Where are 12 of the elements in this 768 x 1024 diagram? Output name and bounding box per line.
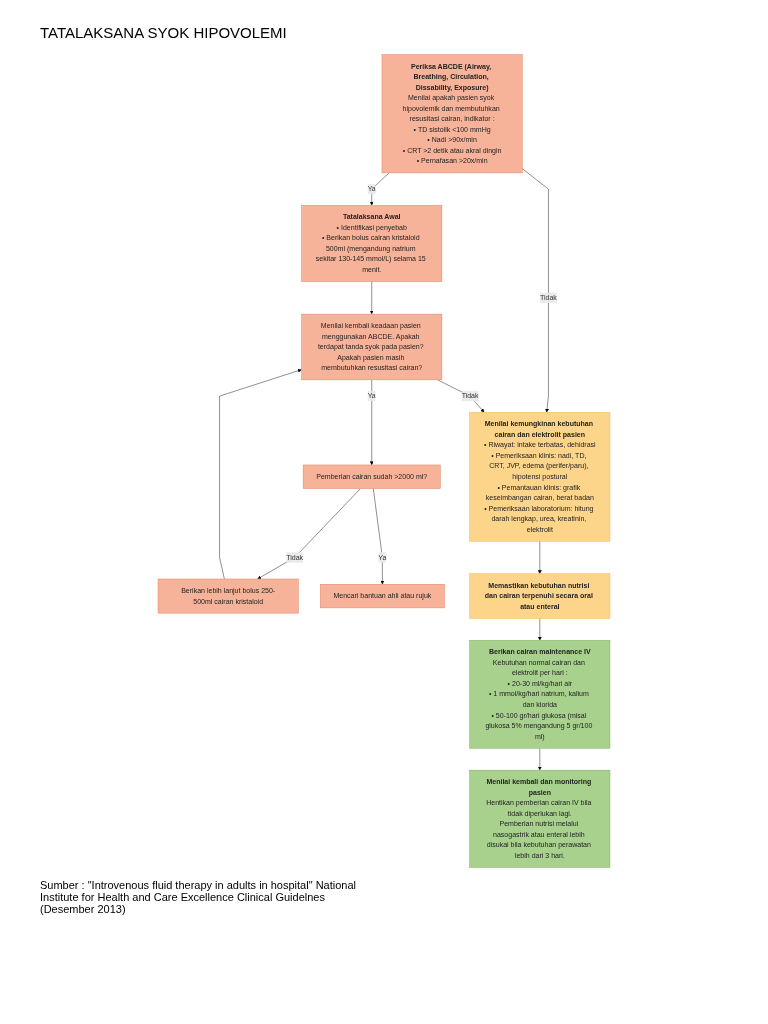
node-box xyxy=(302,464,441,489)
caption: Sumber : "Introvenous fluid therapy in adults in hospital" National Institute for Health and Care Excellence Clinical Guidelnes (Desember 2013) xyxy=(40,879,357,915)
node-box xyxy=(469,769,611,868)
node-box xyxy=(469,640,611,749)
title: TATALAKSANA SYOK HIPOVOLEMI xyxy=(40,24,288,41)
node-box xyxy=(157,578,299,614)
node-box xyxy=(469,412,611,542)
node-box xyxy=(469,573,611,619)
node-box xyxy=(320,584,445,609)
node-box xyxy=(381,54,523,174)
node-box xyxy=(301,313,443,381)
node-box xyxy=(301,205,443,282)
